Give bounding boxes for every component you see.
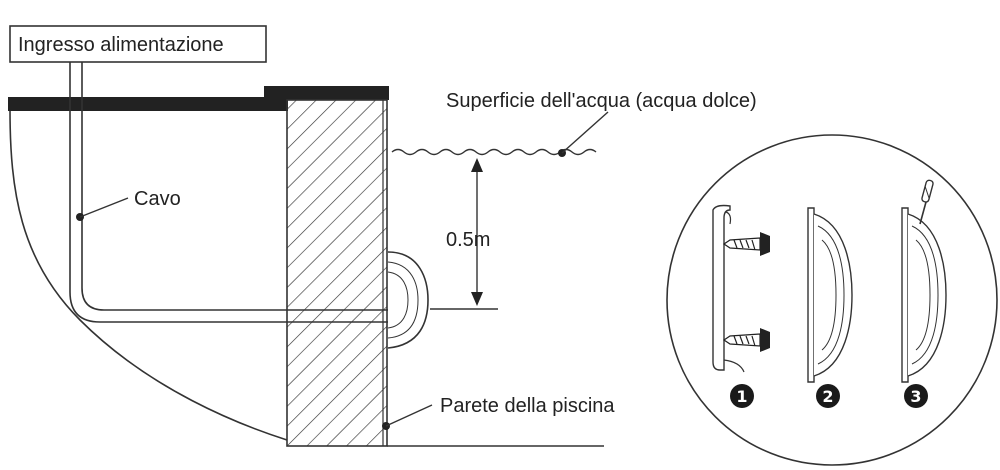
lamp-with-screwdriver-icon (901, 207, 947, 383)
screw-top-icon (722, 232, 770, 256)
cable-label: Cavo (134, 188, 181, 210)
power-inlet-label: Ingresso alimentazione (18, 34, 224, 56)
screwdriver-icon (919, 179, 934, 225)
ground-outline (9, 109, 288, 441)
pool-light (387, 251, 429, 349)
installation-steps-panel: 1 2 3 (666, 134, 998, 466)
cable-pointer-line (79, 197, 129, 218)
pool-deck (8, 86, 389, 111)
cable (69, 62, 388, 323)
lamp-body-icon (807, 207, 853, 383)
step-badge-2: 2 (816, 384, 840, 408)
step-badge-3: 3 (904, 384, 928, 408)
step-number-1: 1 (736, 387, 747, 406)
water-surface-pointer-line (561, 111, 609, 154)
depth-label: 0.5m (446, 229, 490, 251)
pool-wall-label: Parete della piscina (440, 395, 615, 417)
pool-wall-pointer-line (385, 404, 433, 427)
power-inlet-box: Ingresso alimentazione (9, 25, 267, 63)
depth-dimension (430, 158, 498, 310)
step-number-3: 3 (910, 387, 921, 406)
pool-wall (286, 99, 388, 447)
water-surface-label: Superficie dell'acqua (acqua dolce) (446, 90, 757, 112)
step-number-2: 2 (822, 387, 833, 406)
mounting-bracket-icon (712, 204, 745, 373)
step-badge-1: 1 (730, 384, 754, 408)
screw-bottom-icon (722, 328, 770, 352)
